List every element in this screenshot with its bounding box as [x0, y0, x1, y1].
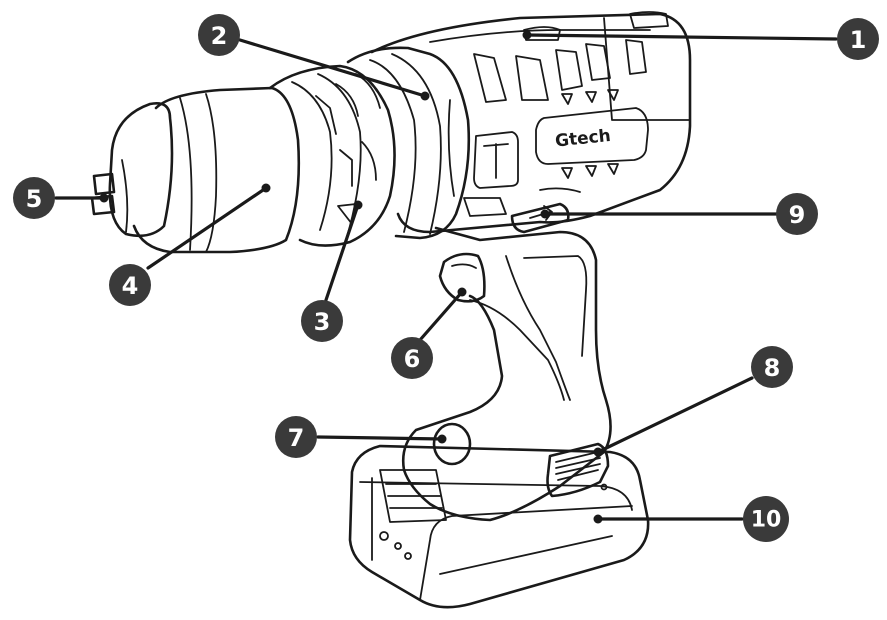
- leader-dot-1: [522, 30, 532, 40]
- leader-dot-7: [437, 434, 447, 444]
- badge-6-label: 6: [404, 345, 421, 373]
- badge-7: 7: [275, 416, 317, 458]
- leader-dot-10: [593, 514, 603, 524]
- gear-collar: [346, 46, 471, 240]
- leader-dot-5: [99, 193, 109, 203]
- leader-dot-9: [540, 209, 550, 219]
- badge-2-label: 2: [211, 22, 228, 50]
- leader-6: [418, 290, 464, 342]
- badge-6: 6: [391, 337, 433, 379]
- chuck-sleeve: [132, 86, 301, 254]
- motor-housing: [370, 11, 692, 234]
- badge-3-label: 3: [314, 308, 331, 336]
- leader-dot-2: [420, 91, 430, 101]
- badge-8: 8: [751, 346, 793, 388]
- badge-2: 2: [198, 14, 240, 56]
- brand-logo: Gtech: [554, 126, 612, 152]
- leader-lines: [54, 30, 838, 524]
- leader-3: [324, 203, 360, 302]
- trigger: [438, 252, 486, 303]
- leader-dot-6: [457, 287, 467, 297]
- chuck-jaws: [90, 102, 174, 238]
- leader-2: [238, 38, 427, 98]
- leader-dot-3: [353, 200, 363, 210]
- handle-grip: [401, 226, 612, 522]
- badge-9: 9: [776, 193, 818, 235]
- badge-5-label: 5: [26, 185, 43, 213]
- badge-1-label: 1: [850, 26, 867, 54]
- badge-9-label: 9: [789, 201, 806, 229]
- badge-10: 10: [743, 496, 789, 542]
- leader-dot-8: [593, 447, 603, 457]
- badge-10-label: 10: [751, 508, 782, 533]
- leader-dot-4: [261, 183, 271, 193]
- badge-4-label: 4: [122, 272, 139, 300]
- leader-7: [316, 435, 444, 441]
- badge-7-label: 7: [288, 424, 305, 452]
- mode-selector: [510, 202, 570, 234]
- leader-4: [146, 186, 268, 270]
- battery-pack: [348, 444, 650, 609]
- led-button: [432, 422, 472, 466]
- badge-5: 5: [13, 177, 55, 219]
- badge-1: 1: [837, 18, 879, 60]
- badge-3: 3: [301, 300, 343, 342]
- badge-4: 4: [109, 264, 151, 306]
- leader-8: [596, 376, 754, 454]
- leader-1: [525, 33, 838, 41]
- badge-8-label: 8: [764, 354, 781, 382]
- torque-ring: [268, 64, 396, 247]
